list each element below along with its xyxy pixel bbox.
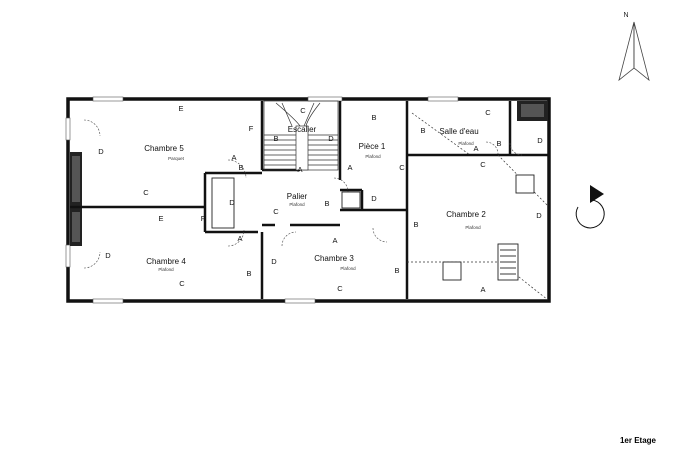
- wall-label: D: [371, 194, 377, 203]
- wall-label: A: [347, 163, 352, 172]
- staircase: [263, 100, 339, 171]
- wall-label: F: [201, 214, 206, 223]
- wall-label: A: [480, 285, 485, 294]
- wall-label: C: [179, 279, 185, 288]
- wall-label: B: [246, 269, 251, 278]
- room-sub-piece1: Plafond: [365, 154, 381, 159]
- windows: [65, 96, 459, 304]
- room-sub-palier: Plafond: [289, 202, 305, 207]
- wall-label: B: [324, 199, 329, 208]
- wall-label: C: [273, 207, 279, 216]
- wall-label: A: [237, 234, 242, 243]
- wall-label: A: [231, 153, 236, 162]
- radiators: [70, 101, 548, 246]
- room-label-escalier: Escalier: [288, 125, 317, 134]
- wall-label: B: [273, 134, 278, 143]
- wall-label: D: [229, 198, 235, 207]
- room-label-salle-eau: Salle d'eau: [439, 127, 478, 136]
- room-label-palier: Palier: [287, 192, 308, 201]
- wall-label: B: [413, 220, 418, 229]
- fixtures: [211, 174, 535, 281]
- wall-label: C: [485, 108, 491, 117]
- room-label-chambre2: Chambre 2: [446, 210, 486, 219]
- north-arrow-icon: N: [618, 12, 650, 82]
- dotted-guides: [407, 112, 549, 301]
- wall-label: F: [249, 124, 254, 133]
- wall-label: B: [394, 266, 399, 275]
- wall-label: C: [480, 160, 486, 169]
- room-label-chambre4: Chambre 4: [146, 257, 186, 266]
- wall-label: A: [297, 165, 302, 174]
- room-sub-chambre2: Plafond: [465, 225, 481, 230]
- wall-label: D: [105, 251, 111, 260]
- wall-label: B: [496, 139, 501, 148]
- wall-label: D: [271, 257, 277, 266]
- room-sub-chambre3: Plafond: [340, 266, 356, 271]
- wall-label: D: [328, 134, 334, 143]
- wall-label: B: [371, 113, 376, 122]
- wall-label: C: [300, 106, 306, 115]
- door-swings: [83, 119, 523, 269]
- room-sub-chambre5: Parquet: [168, 156, 185, 161]
- rotation-arrow-icon: [575, 185, 605, 229]
- wall-label: D: [536, 211, 542, 220]
- room-label-chambre3: Chambre 3: [314, 254, 354, 263]
- wall-label: D: [98, 147, 104, 156]
- room-sub-salle-eau: Plafond: [458, 141, 474, 146]
- wall-label: A: [332, 236, 337, 245]
- wall-label: E: [178, 104, 183, 113]
- wall-label: A: [473, 144, 478, 153]
- room-label-chambre5: Chambre 5: [144, 144, 184, 153]
- wall-labels: E D F A B C E F D B C C B D A B A C D D …: [98, 104, 543, 294]
- wall-label: E: [158, 214, 163, 223]
- wall-label: B: [420, 126, 425, 135]
- wall-label: C: [143, 188, 149, 197]
- north-label: N: [623, 12, 628, 19]
- wall-label: D: [537, 136, 543, 145]
- room-sub-chambre4: Plafond: [158, 267, 174, 272]
- room-label-piece1: Pièce 1: [359, 142, 386, 151]
- wall-label: B: [238, 163, 243, 172]
- floor-label: 1er Etage: [620, 436, 657, 445]
- wall-label: C: [337, 284, 343, 293]
- wall-label: C: [399, 163, 405, 172]
